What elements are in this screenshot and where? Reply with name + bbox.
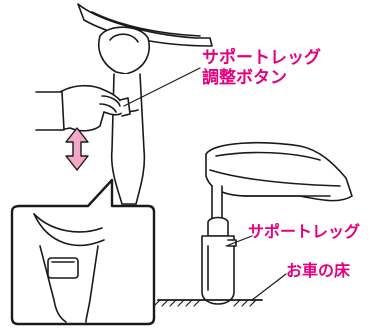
support-leg-installed bbox=[201, 185, 237, 305]
leader-adjust-button bbox=[123, 67, 201, 107]
leader-support-leg bbox=[225, 235, 253, 247]
adjust-button-callout: サポートレッグ 調整ボタン bbox=[202, 48, 321, 88]
support-leg-label: サポートレッグ bbox=[248, 222, 361, 241]
leader-car-floor bbox=[251, 273, 287, 301]
car-floor-label: お車の床 bbox=[286, 261, 351, 280]
hand-on-button bbox=[35, 84, 131, 132]
car-floor-line bbox=[153, 299, 263, 307]
seat-base-installed bbox=[205, 141, 353, 202]
adjust-button-label-line1: サポートレッグ bbox=[202, 48, 321, 68]
up-down-arrow-icon bbox=[65, 127, 89, 171]
adjust-button-label-line2: 調整ボタン bbox=[202, 67, 287, 88]
zoom-inset bbox=[10, 178, 156, 326]
